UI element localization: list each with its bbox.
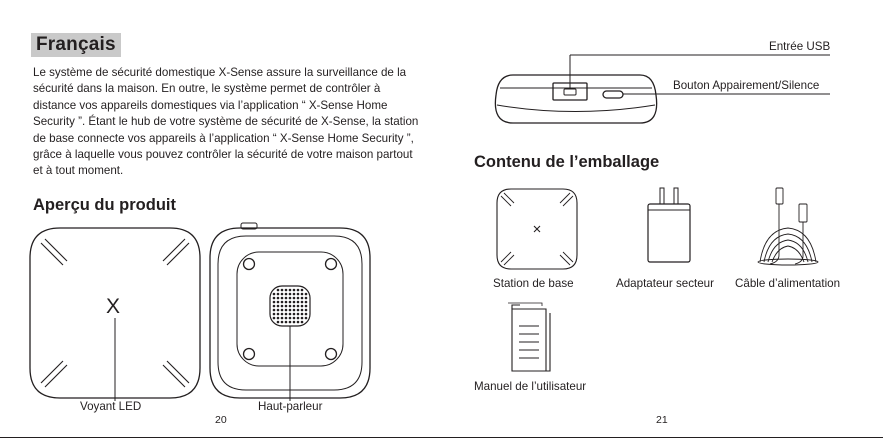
overview-title: Aperçu du produit — [33, 196, 176, 214]
speaker-grille — [272, 288, 308, 324]
item-manual: Manuel de l’utilisateur — [474, 380, 587, 393]
page-number-left: 20 — [215, 414, 227, 426]
adapter-illustration — [647, 187, 691, 263]
item-adapter: Adaptateur secteur — [616, 277, 714, 290]
item-base-station: Station de base — [493, 277, 574, 290]
x-logo-small-icon — [533, 225, 541, 233]
label-speaker: Haut-parleur — [258, 400, 323, 413]
base-station-back-illustration — [209, 222, 371, 401]
intro-paragraph: Le système de sécurité domestique X-Sens… — [33, 66, 419, 178]
x-logo-icon: X — [106, 295, 121, 318]
label-pair-button: Bouton Appairement/Silence — [673, 79, 820, 92]
base-station-front-illustration — [29, 227, 201, 401]
label-led: Voyant LED — [80, 400, 142, 413]
language-title: Français — [31, 33, 121, 57]
label-usb: Entrée USB — [769, 40, 831, 53]
manual-illustration — [508, 302, 551, 372]
item-cable: Câble d’alimentation — [735, 277, 841, 290]
base-station-side-illustration — [494, 54, 830, 124]
package-title: Contenu de l’emballage — [474, 153, 660, 171]
page-number-right: 21 — [656, 414, 668, 426]
cable-illustration — [757, 187, 819, 266]
bottom-rule — [0, 437, 883, 438]
base-station-package-illustration — [496, 188, 578, 270]
